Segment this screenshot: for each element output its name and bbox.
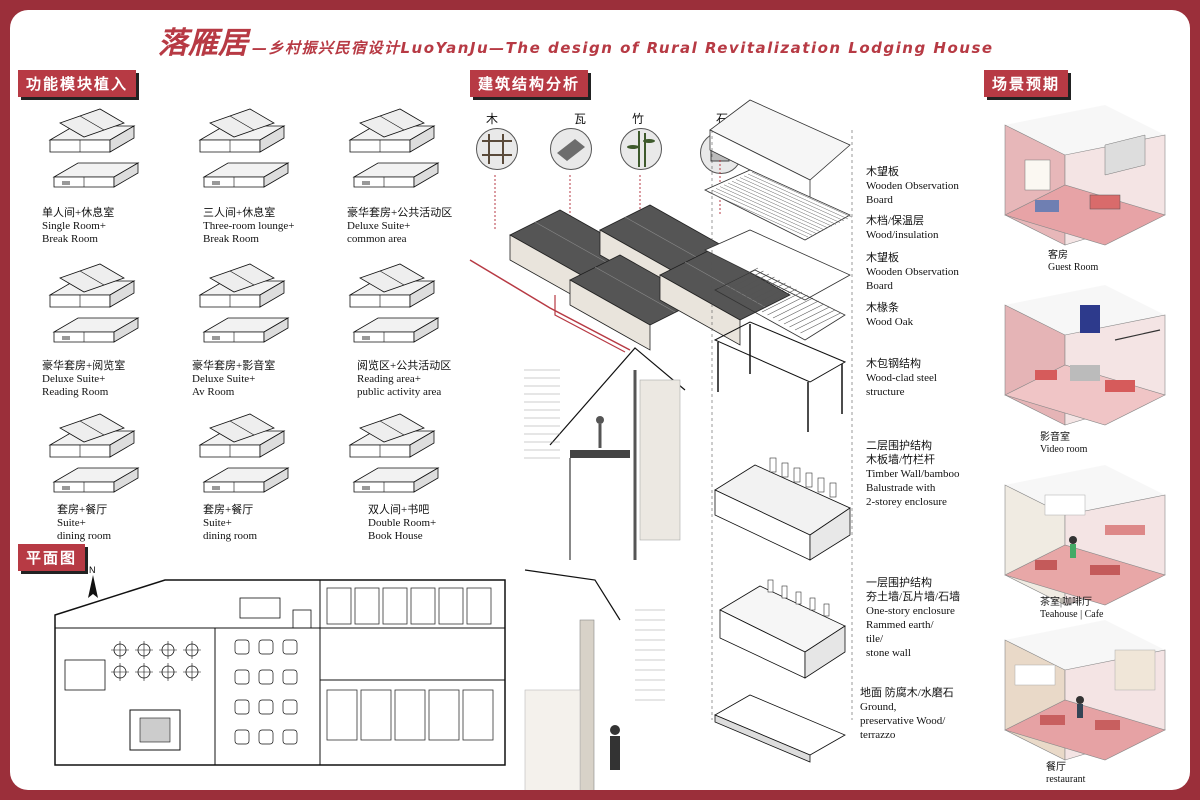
section-badge-structure: 建筑结构分析 [470, 70, 589, 97]
material-leaders [494, 160, 721, 230]
material-label-tile: 瓦 [574, 112, 587, 126]
module-axonometric [348, 263, 440, 343]
section-badge-modules: 功能模块植入 [18, 70, 137, 97]
module-axonometric [48, 263, 140, 343]
scene-illustration [1004, 620, 1166, 761]
material-label-wood: 木 [486, 112, 499, 126]
scene-video-room [1004, 285, 1166, 426]
module-axonometric [348, 108, 440, 188]
module-axonometric [198, 108, 290, 188]
north-arrow: N [88, 565, 98, 598]
module-axonometric [198, 413, 290, 493]
scene-restaurant [1004, 620, 1166, 761]
section-badge-scenes: 场景预期 [984, 70, 1069, 97]
poster-title: 落雁居 —乡村振兴民宿设计LuoYanJu—The design of Rura… [158, 18, 994, 60]
module-axonometric [48, 413, 140, 493]
scene-teahouse [1004, 465, 1166, 606]
module-drawings [48, 108, 440, 493]
module-axonometric [198, 263, 290, 343]
exploded-layers [704, 99, 853, 763]
scene-guest-room [1004, 105, 1166, 246]
plan-walls [54, 579, 506, 766]
material-tile-icon [550, 128, 592, 170]
north-label: N [89, 565, 96, 575]
material-wood-icon [476, 128, 518, 170]
section-badge-plan: 平面图 [18, 544, 86, 571]
wall-sections [520, 347, 686, 790]
scene-illustration [1004, 285, 1166, 426]
module-axonometric [348, 413, 440, 493]
village-axonometric [469, 204, 791, 353]
title-chinese: 落雁居 [158, 27, 248, 60]
module-axonometric [48, 108, 140, 188]
title-subtitle: —乡村振兴民宿设计LuoYanJu—The design of Rural Re… [252, 39, 994, 57]
scene-illustration [1004, 105, 1166, 246]
material-label-bamboo: 竹 [632, 112, 645, 126]
poster-board: 落雁居 —乡村振兴民宿设计LuoYanJu—The design of Rura… [10, 10, 1190, 790]
material-bamboo-icon [620, 128, 662, 170]
scene-illustration [1004, 465, 1166, 606]
structure-drawings [469, 99, 853, 790]
floor-plan: N [54, 565, 506, 766]
